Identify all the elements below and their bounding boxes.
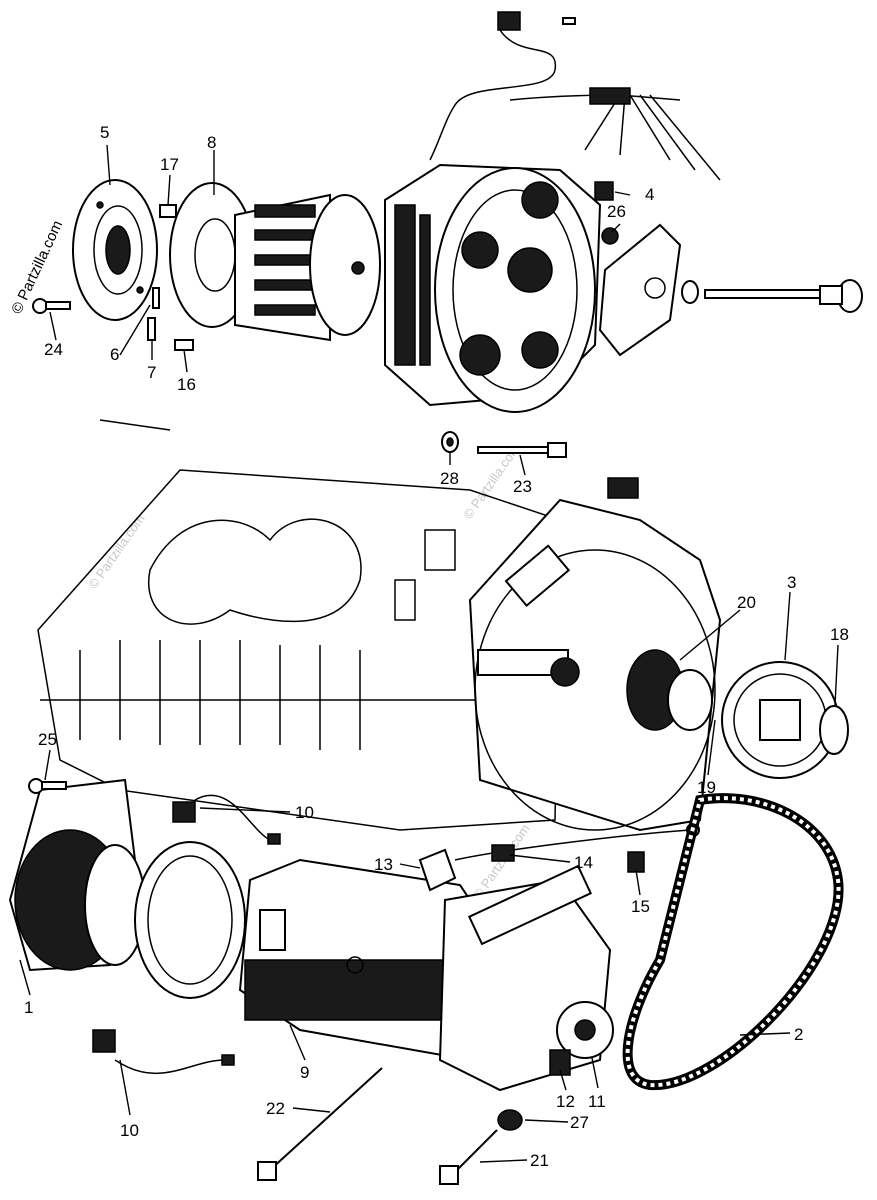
callout-24: 24 — [44, 340, 63, 359]
part-17-dowel — [159, 204, 177, 218]
callout-13: 13 — [374, 855, 393, 874]
part-21-bolt — [439, 1129, 498, 1185]
callout-11: 11 — [588, 1092, 606, 1111]
callout-26: 26 — [607, 202, 626, 221]
part-22-long-bolt — [257, 1067, 383, 1181]
callout-23: 23 — [513, 477, 532, 496]
armature-rotor — [234, 193, 381, 342]
callout-2: 2 — [794, 1025, 803, 1044]
part-25-screw — [28, 778, 67, 794]
part-12-bearing — [549, 1049, 571, 1076]
crankcase-phantom — [37, 419, 561, 831]
callout-17: 17 — [160, 155, 179, 174]
part-20-spacer — [626, 649, 713, 731]
callout-27: 27 — [570, 1113, 589, 1132]
callout-3: 3 — [787, 573, 796, 592]
callout-10-upper: 10 — [295, 803, 314, 822]
starter-yoke-band — [134, 841, 246, 999]
part-23-bolt — [477, 442, 567, 458]
callout-9: 9 — [300, 1063, 309, 1082]
callout-28: 28 — [440, 469, 459, 488]
callout-10-lower: 10 — [120, 1121, 139, 1140]
part-7-pin — [147, 317, 156, 341]
callout-18: 18 — [830, 625, 849, 644]
harness-sleeve — [589, 87, 631, 105]
brush-plate — [598, 223, 699, 357]
leader-lines — [19, 144, 839, 1163]
part-18-oil-seal — [819, 705, 849, 755]
part-24-screw — [32, 298, 71, 314]
callout-7: 7 — [147, 363, 156, 382]
callout-15: 15 — [631, 897, 650, 916]
part-10-brush-lower — [92, 1029, 235, 1075]
part-5-holder — [72, 179, 158, 321]
callout-19: 19 — [697, 778, 716, 797]
part-15-clamp — [627, 851, 645, 873]
part-13-terminal — [418, 848, 457, 892]
side-cover-housing — [468, 498, 722, 832]
part-2-drive-chain — [622, 793, 844, 1091]
part-28-washer — [441, 431, 459, 453]
part-6-pin — [152, 287, 160, 309]
watermark-faint: © Partzilla.com — [85, 511, 148, 591]
part-16-key — [174, 339, 194, 351]
callout-25: 25 — [38, 730, 57, 749]
part-11-starter-sprocket — [556, 1001, 614, 1059]
generator-assembly — [32, 11, 863, 413]
part-3-sprocket — [721, 661, 839, 779]
part-26-nut — [601, 227, 619, 245]
callout-4: 4 — [645, 185, 654, 204]
callout-16: 16 — [177, 375, 196, 394]
callout-5: 5 — [100, 123, 109, 142]
part-1-end-cover — [8, 778, 146, 972]
callout-12: 12 — [556, 1092, 575, 1111]
callout-labels: 5 17 8 4 26 24 6 7 16 28 23 3 20 18 25 1… — [24, 123, 849, 1170]
connector-icon — [497, 11, 521, 31]
part-9-starter-motor — [238, 858, 492, 1062]
callout-1: 1 — [24, 998, 33, 1017]
callout-21: 21 — [530, 1151, 549, 1170]
stator-housing — [384, 163, 602, 413]
through-bolt — [704, 279, 863, 313]
callout-6: 6 — [110, 345, 119, 364]
part-10-brush-upper — [172, 794, 281, 845]
part-27-washer — [497, 1109, 523, 1131]
callout-22: 22 — [266, 1099, 285, 1118]
part-4-clip — [594, 181, 614, 201]
screw-icon — [562, 17, 576, 25]
callout-14: 14 — [574, 853, 593, 872]
damper-block — [607, 477, 639, 499]
callout-20: 20 — [737, 593, 756, 612]
callout-8: 8 — [207, 133, 216, 152]
